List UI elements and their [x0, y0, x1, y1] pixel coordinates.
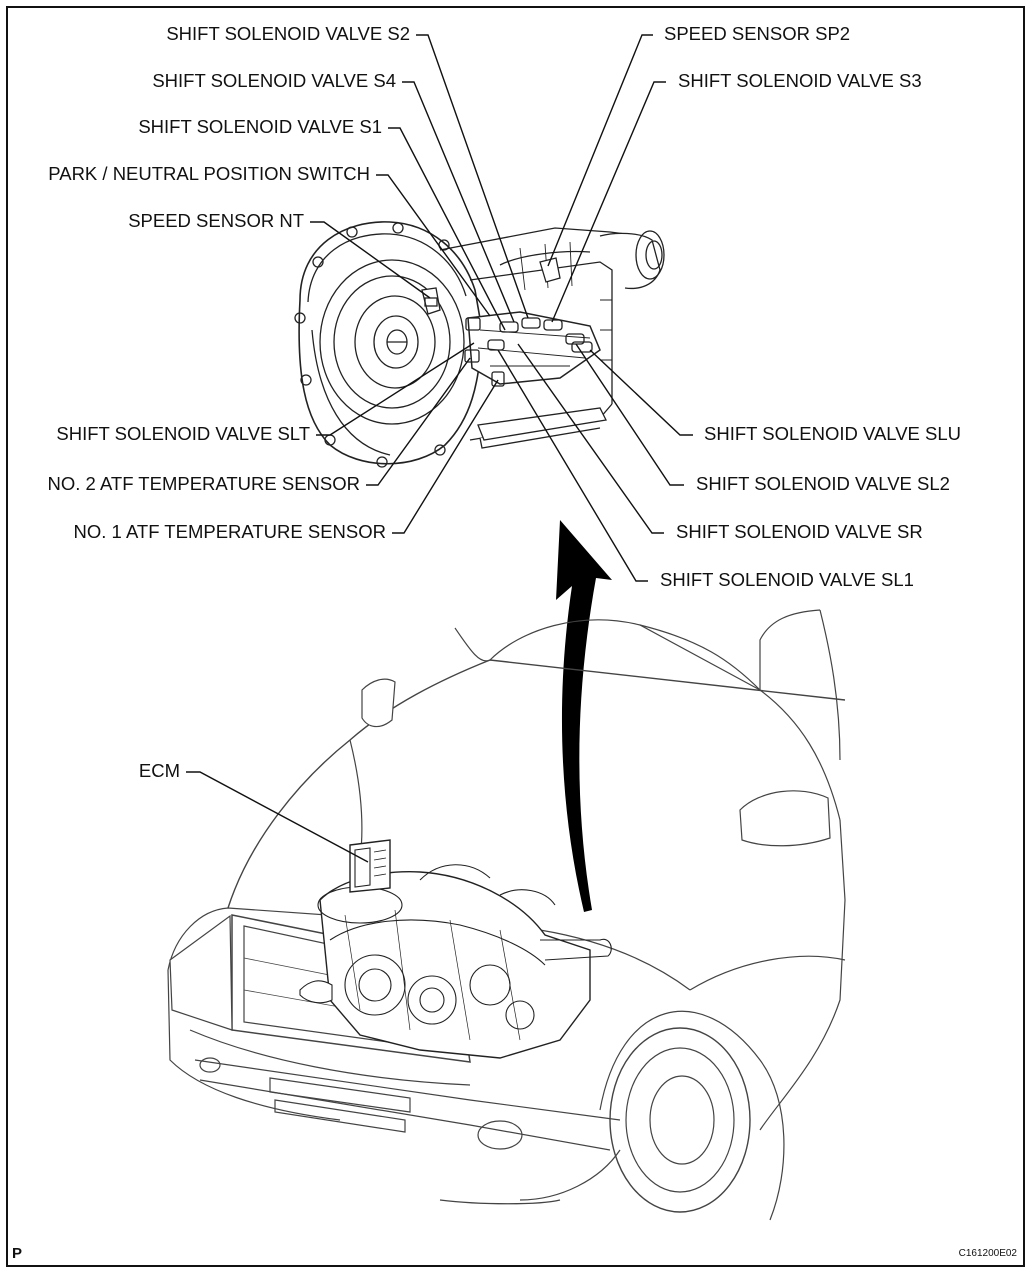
leader-atf-temp-sensor-2 [366, 357, 471, 486]
label-speed-sensor-nt: SPEED SENSOR NT [128, 210, 304, 231]
label-park-neutral-switch: PARK / NEUTRAL POSITION SWITCH [48, 163, 370, 184]
label-speed-sensor-sp2: SPEED SENSOR SP2 [664, 23, 851, 44]
label-shift-solenoid-sl2: SHIFT SOLENOID VALVE SL2 [696, 473, 950, 494]
leader-ecm [186, 771, 369, 863]
label-ecm: ECM [138, 760, 180, 781]
leader-shift-solenoid-slu [589, 349, 693, 436]
corner-mark: P [12, 1245, 23, 1262]
leader-shift-solenoid-sr [517, 343, 664, 534]
label-shift-solenoid-s3: SHIFT SOLENOID VALVE S3 [678, 70, 922, 91]
label-shift-solenoid-s2: SHIFT SOLENOID VALVE S2 [166, 23, 410, 44]
label-shift-solenoid-sl1: SHIFT SOLENOID VALVE SL1 [660, 569, 914, 590]
leader-shift-solenoid-s3 [551, 81, 666, 323]
label-atf-temp-sensor-1: NO. 1 ATF TEMPERATURE SENSOR [73, 521, 387, 542]
transmission-drawing [294, 221, 665, 468]
leader-shift-solenoid-s4 [402, 81, 515, 323]
leader-shift-solenoid-sl2 [575, 343, 684, 486]
label-shift-solenoid-slu: SHIFT SOLENOID VALVE SLU [704, 423, 962, 444]
label-shift-solenoid-s4: SHIFT SOLENOID VALVE S4 [152, 70, 396, 91]
label-shift-solenoid-slt: SHIFT SOLENOID VALVE SLT [56, 423, 310, 444]
engine-drawing [299, 839, 612, 1059]
label-shift-solenoid-s1: SHIFT SOLENOID VALVE S1 [138, 116, 382, 137]
leader-speed-sensor-sp2 [547, 34, 653, 267]
leader-atf-temp-sensor-1 [392, 379, 499, 534]
leader-park-neutral-switch [376, 174, 491, 317]
leader-lines [186, 34, 693, 863]
figure-code: C161200E02 [958, 1248, 1017, 1259]
leader-shift-solenoid-s2 [416, 34, 529, 319]
label-shift-solenoid-sr: SHIFT SOLENOID VALVE SR [676, 521, 923, 542]
figure-frame [6, 6, 1025, 1267]
leader-shift-solenoid-s1 [388, 127, 506, 331]
leader-shift-solenoid-slt [316, 342, 475, 436]
leader-shift-solenoid-sl1 [497, 349, 648, 582]
label-atf-temp-sensor-2: NO. 2 ATF TEMPERATURE SENSOR [47, 473, 361, 494]
arrow-icon [556, 520, 612, 912]
leader-speed-sensor-nt [310, 221, 431, 299]
